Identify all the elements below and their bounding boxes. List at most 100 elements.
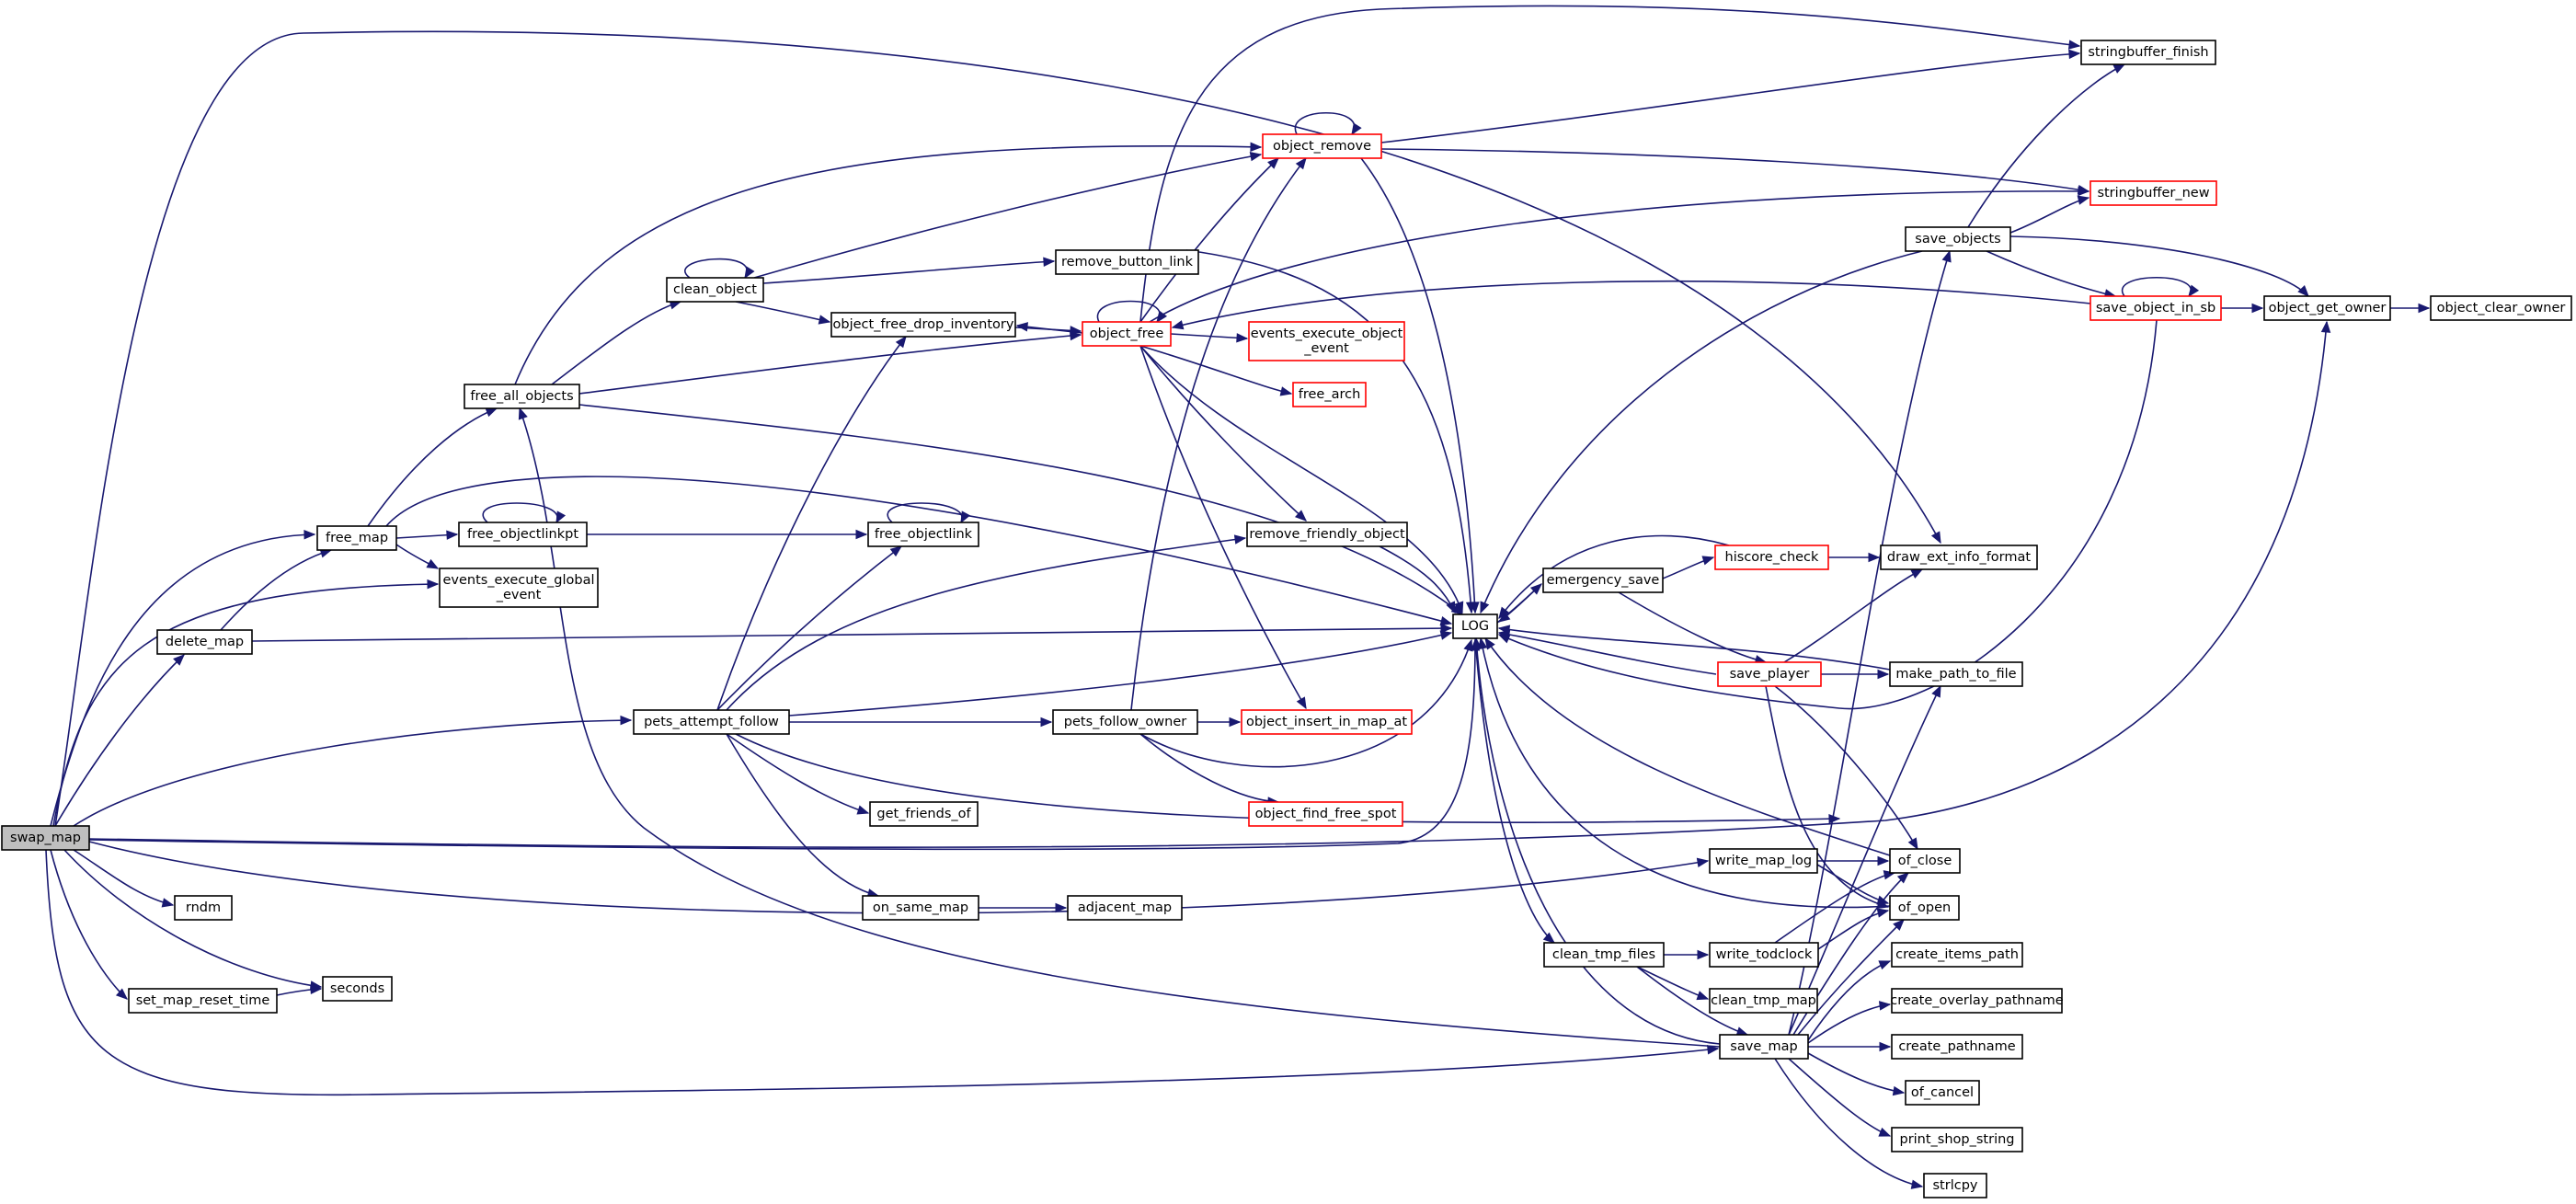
node-box[interactable] (1891, 988, 2063, 1014)
node-get-friends-of[interactable]: get_friends_of (869, 801, 979, 827)
node-object-get-owner[interactable]: object_get_owner (2263, 295, 2391, 321)
node-save-map[interactable]: save_map (1719, 1034, 1809, 1060)
node-create-pathname[interactable]: create_pathname (1891, 1034, 2023, 1060)
node-object-clear-owner[interactable]: object_clear_owner (2430, 295, 2572, 321)
node-events-execute-global-event[interactable]: events_execute_global_event (439, 568, 599, 608)
node-box[interactable] (1067, 895, 1183, 921)
node-box[interactable] (666, 277, 764, 303)
node-box[interactable] (1452, 613, 1498, 639)
node-box[interactable] (1889, 848, 1961, 874)
node-emergency-save[interactable]: emergency_save (1542, 568, 1664, 593)
node-box[interactable] (633, 709, 790, 735)
node-box[interactable] (128, 988, 278, 1014)
node-stringbuffer-new[interactable]: stringbuffer_new (2089, 180, 2217, 206)
node-box[interactable] (1891, 1034, 2023, 1060)
node-save-player[interactable]: save_player (1717, 661, 1822, 687)
node-object-insert-in-map-at[interactable]: object_insert_in_map_at (1241, 709, 1413, 735)
node-write-map-log[interactable]: write_map_log (1709, 848, 1818, 874)
node-box[interactable] (2263, 295, 2391, 321)
node-box[interactable] (1889, 895, 1960, 921)
node-box[interactable] (830, 312, 1016, 338)
node-free-arch[interactable]: free_arch (1292, 382, 1367, 407)
node-set-map-reset-time[interactable]: set_map_reset_time (128, 988, 278, 1014)
node-box[interactable] (322, 976, 393, 1002)
node-box[interactable] (174, 895, 233, 921)
node-box[interactable] (2089, 180, 2217, 206)
node-object-find-free-spot[interactable]: object_find_free_spot (1248, 801, 1403, 827)
node-swap-map[interactable]: swap_map (1, 825, 90, 851)
node-box[interactable] (316, 525, 397, 551)
node-box[interactable] (1248, 801, 1403, 827)
node-of-cancel[interactable]: of_cancel (1905, 1080, 1980, 1106)
node-box[interactable] (1, 825, 90, 851)
node-on-same-map[interactable]: on_same_map (862, 895, 979, 921)
node-delete-map[interactable]: delete_map (156, 629, 253, 655)
node-box[interactable] (1880, 545, 2038, 570)
node-free-objectlink[interactable]: free_objectlink (867, 522, 979, 547)
node-box[interactable] (1889, 661, 2023, 687)
node-box[interactable] (1905, 226, 2011, 252)
node-box[interactable] (1714, 545, 1829, 570)
node-free-map[interactable]: free_map (316, 525, 397, 551)
node-write-todclock[interactable]: write_todclock (1709, 942, 1819, 968)
node-draw-ext-info-format[interactable]: draw_ext_info_format (1880, 545, 2038, 570)
node-box[interactable] (1709, 988, 1818, 1014)
node-free-objectlinkpt[interactable]: free_objectlinkpt (458, 522, 588, 547)
node-of-close[interactable]: of_close (1889, 848, 1961, 874)
node-box[interactable] (1709, 942, 1819, 968)
node-print-shop-string[interactable]: print_shop_string (1891, 1127, 2023, 1152)
node-box[interactable] (1055, 249, 1199, 275)
node-strlcpy[interactable]: strlcpy (1923, 1173, 1987, 1198)
node-remove-button-link[interactable]: remove_button_link (1055, 249, 1199, 275)
node-box[interactable] (1891, 1127, 2023, 1152)
node-box[interactable] (458, 522, 588, 547)
node-box[interactable] (1905, 1080, 1980, 1106)
node-box[interactable] (1543, 942, 1665, 968)
node-make-path-to-file[interactable]: make_path_to_file (1889, 661, 2023, 687)
node-box[interactable] (862, 895, 979, 921)
node-save-objects[interactable]: save_objects (1905, 226, 2011, 252)
node-box[interactable] (867, 522, 979, 547)
node-save-object-in-sb[interactable]: save_object_in_sb (2089, 295, 2222, 321)
node-box[interactable] (1542, 568, 1664, 593)
node-box[interactable] (869, 801, 979, 827)
node-box[interactable] (1891, 942, 2023, 968)
node-box[interactable] (439, 568, 599, 608)
node-box[interactable] (1246, 522, 1408, 547)
node-object-remove[interactable]: object_remove (1262, 133, 1382, 159)
node-LOG[interactable]: LOG (1452, 613, 1498, 639)
node-box[interactable] (1709, 848, 1818, 874)
node-box[interactable] (1292, 382, 1367, 407)
node-free-all-objects[interactable]: free_all_objects (464, 384, 580, 409)
node-stringbuffer-finish[interactable]: stringbuffer_finish (2080, 40, 2216, 65)
node-box[interactable] (1082, 321, 1172, 347)
node-hiscore-check[interactable]: hiscore_check (1714, 545, 1829, 570)
node-box[interactable] (2430, 295, 2572, 321)
node-box[interactable] (464, 384, 580, 409)
node-clean-object[interactable]: clean_object (666, 277, 764, 303)
node-pets-follow-owner[interactable]: pets_follow_owner (1052, 709, 1198, 735)
node-box[interactable] (1719, 1034, 1809, 1060)
node-remove-friendly-object[interactable]: remove_friendly_object (1246, 522, 1408, 547)
node-box[interactable] (1717, 661, 1822, 687)
node-object-free[interactable]: object_free (1082, 321, 1172, 347)
node-clean-tmp-files[interactable]: clean_tmp_files (1543, 942, 1665, 968)
node-box[interactable] (2080, 40, 2216, 65)
node-create-overlay-pathname[interactable]: create_overlay_pathname (1890, 988, 2064, 1014)
node-adjacent-map[interactable]: adjacent_map (1067, 895, 1183, 921)
node-of-open[interactable]: of_open (1889, 895, 1960, 921)
node-box[interactable] (1052, 709, 1198, 735)
node-rndm[interactable]: rndm (174, 895, 233, 921)
node-box[interactable] (1262, 133, 1382, 159)
node-box[interactable] (1241, 709, 1413, 735)
node-create-items-path[interactable]: create_items_path (1891, 942, 2023, 968)
node-seconds[interactable]: seconds (322, 976, 393, 1002)
node-pets-attempt-follow[interactable]: pets_attempt_follow (633, 709, 790, 735)
node-box[interactable] (1923, 1173, 1987, 1198)
node-box[interactable] (2089, 295, 2222, 321)
node-object-free-drop-inventory[interactable]: object_free_drop_inventory (830, 312, 1016, 338)
node-box[interactable] (1248, 321, 1405, 361)
node-events-execute-object-event[interactable]: events_execute_object_event (1248, 321, 1405, 361)
node-box[interactable] (156, 629, 253, 655)
node-clean-tmp-map[interactable]: clean_tmp_map (1709, 988, 1818, 1014)
